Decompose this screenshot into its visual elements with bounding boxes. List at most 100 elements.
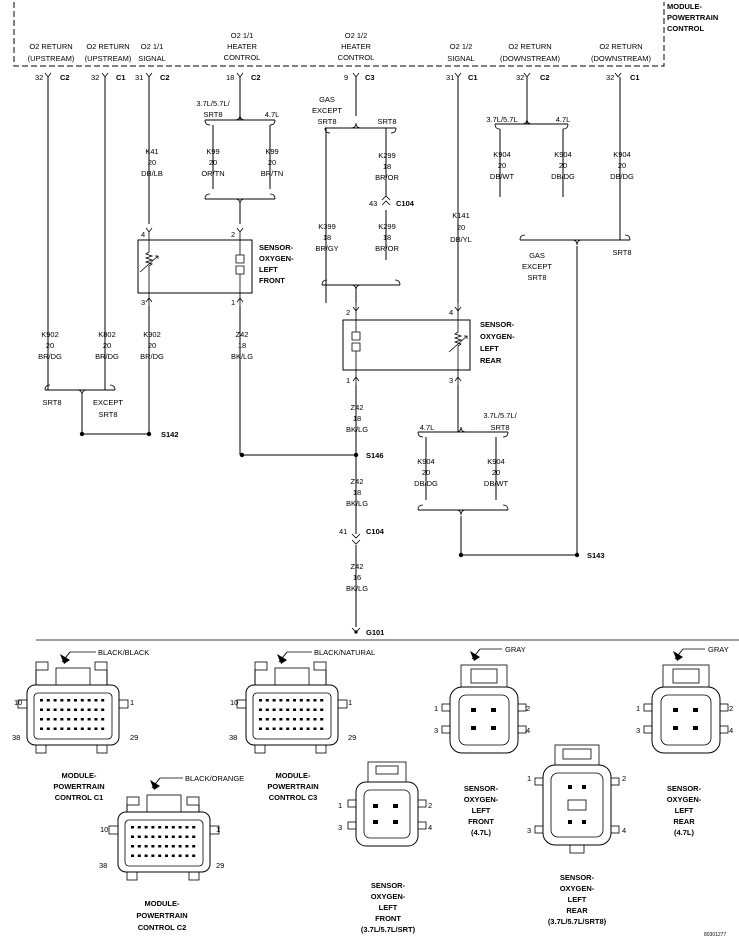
connector-pin [151,845,155,848]
wire-z42: Z42 [351,403,364,412]
connector-pin [80,708,84,711]
connector-pin [293,708,296,711]
connector-pin [144,826,148,829]
pin-conn: C2 [540,73,550,82]
pin-number: 29 [216,861,224,870]
wire-k904: DB/DG [551,172,575,181]
wire-k904: K904 [487,457,505,466]
splice-dot [353,452,359,458]
connector-pin [137,826,141,829]
connector-pin [53,727,57,730]
pin-label: (DOWNSTREAM) [591,54,651,63]
connector-pin [299,699,303,702]
connector-pin [286,708,290,711]
wire-k904: 20 [559,161,567,170]
connector-pin [144,835,148,838]
pin-number: 2 [729,704,733,713]
wire-k41: 20 [148,158,156,167]
connector-pin [46,718,50,721]
pin-numbers: 32 C2 32 C1 31 C2 18 C2 9 C3 31 C1 32 C2… [35,73,640,82]
connector-name: C104 [396,199,415,208]
connector-pin [131,826,134,829]
connector-pin [265,727,269,730]
wire-k904: DB/WT [484,479,509,488]
connector-name: LEFT [568,895,587,904]
pin-conn: C2 [60,73,70,82]
connector-pin [265,718,269,721]
pin-label: (UPSTREAM) [28,54,75,63]
connector-pin [46,708,50,711]
wire-z42: 18 [353,488,361,497]
pin-number: 4 [622,826,626,835]
module-title-3: CONTROL [667,24,704,33]
connector-name: SENSOR- [667,784,702,793]
pin-grid [131,826,196,857]
connector-pin [80,727,84,730]
pin-number: 2 [231,230,235,239]
ground-g101: G101 [351,627,384,637]
option-brackets [44,114,631,516]
connector-pin [306,708,310,711]
option-label: 4.7L [420,423,435,432]
sensor-name: SENSOR- [480,320,515,329]
sensor-name: OXYGEN- [259,254,294,263]
connector-name: POWERTRAIN [53,782,104,791]
pin-number: 43 [369,199,377,208]
pin-conn: C1 [468,73,478,82]
sensor-name: OXYGEN- [480,332,515,341]
pin-conn: C2 [251,73,261,82]
connector-pin [286,727,290,730]
option-label: SRT8 [203,110,222,119]
connector-pin [299,708,303,711]
wire-k99: BR/TN [261,169,284,178]
wire-k904: 20 [422,468,430,477]
pin-number: 2 [346,308,350,317]
connector-pin [40,718,43,721]
connector-color: GRAY [505,645,526,654]
connector-pin [320,699,324,702]
option-label: GAS [529,251,545,260]
connector-color: BLACK/ORANGE [185,774,244,783]
connector-name: SENSOR- [464,784,499,793]
pin-label: (DOWNSTREAM) [500,54,560,63]
option-label: SRT8 [527,273,546,282]
pin-number: 18 [226,73,234,82]
splice-dot [239,452,245,458]
connector-pin [306,727,310,730]
connector-pin [101,727,105,730]
connector-color: BLACK/NATURAL [314,648,375,657]
pin-label: O2 RETURN [599,42,642,51]
pin-label: O2 1/1 [231,31,254,40]
pin-number: 2 [428,801,432,810]
option-label: 3.7L/5.7L [486,115,517,124]
wire-z42: BK/LG [231,352,253,361]
connector-pin [87,727,91,730]
connector-pin [60,708,64,711]
connector-pin [101,718,105,721]
connector-pin [313,708,317,711]
wire-k299: K299 [378,151,396,160]
pin-conn: C1 [116,73,126,82]
connector-view-pcm-c2: BLACK/ORANGE 10 1 38 29 MODULE- POWERTRA… [99,774,244,932]
pin-number: 3 [527,826,531,835]
connector-name: (3.7L/5.7L/SRT8) [548,917,607,926]
connector-name: C104 [366,527,385,536]
wire-z42: 16 [353,573,361,582]
pin-conn: C2 [160,73,170,82]
option-label: EXCEPT [522,262,552,271]
connector-pin [158,845,162,848]
connector-pin [137,854,141,857]
wire-k141: DB/YL [450,235,472,244]
option-label: EXCEPT [93,398,123,407]
pin-label: (UPSTREAM) [85,54,132,63]
connector-view-sensor-rear-47: GRAY 1 2 3 4 SENSOR- OXYGEN- LEFT REAR (… [636,645,733,837]
connector-pin [60,718,64,721]
connector-pin [293,727,296,730]
connector-pin [265,699,269,702]
connector-name: MODULE- [145,899,180,908]
sensor-name: LEFT [480,344,499,353]
pin-number: 9 [344,73,348,82]
connector-pin [272,708,276,711]
connector-pin [185,835,189,838]
